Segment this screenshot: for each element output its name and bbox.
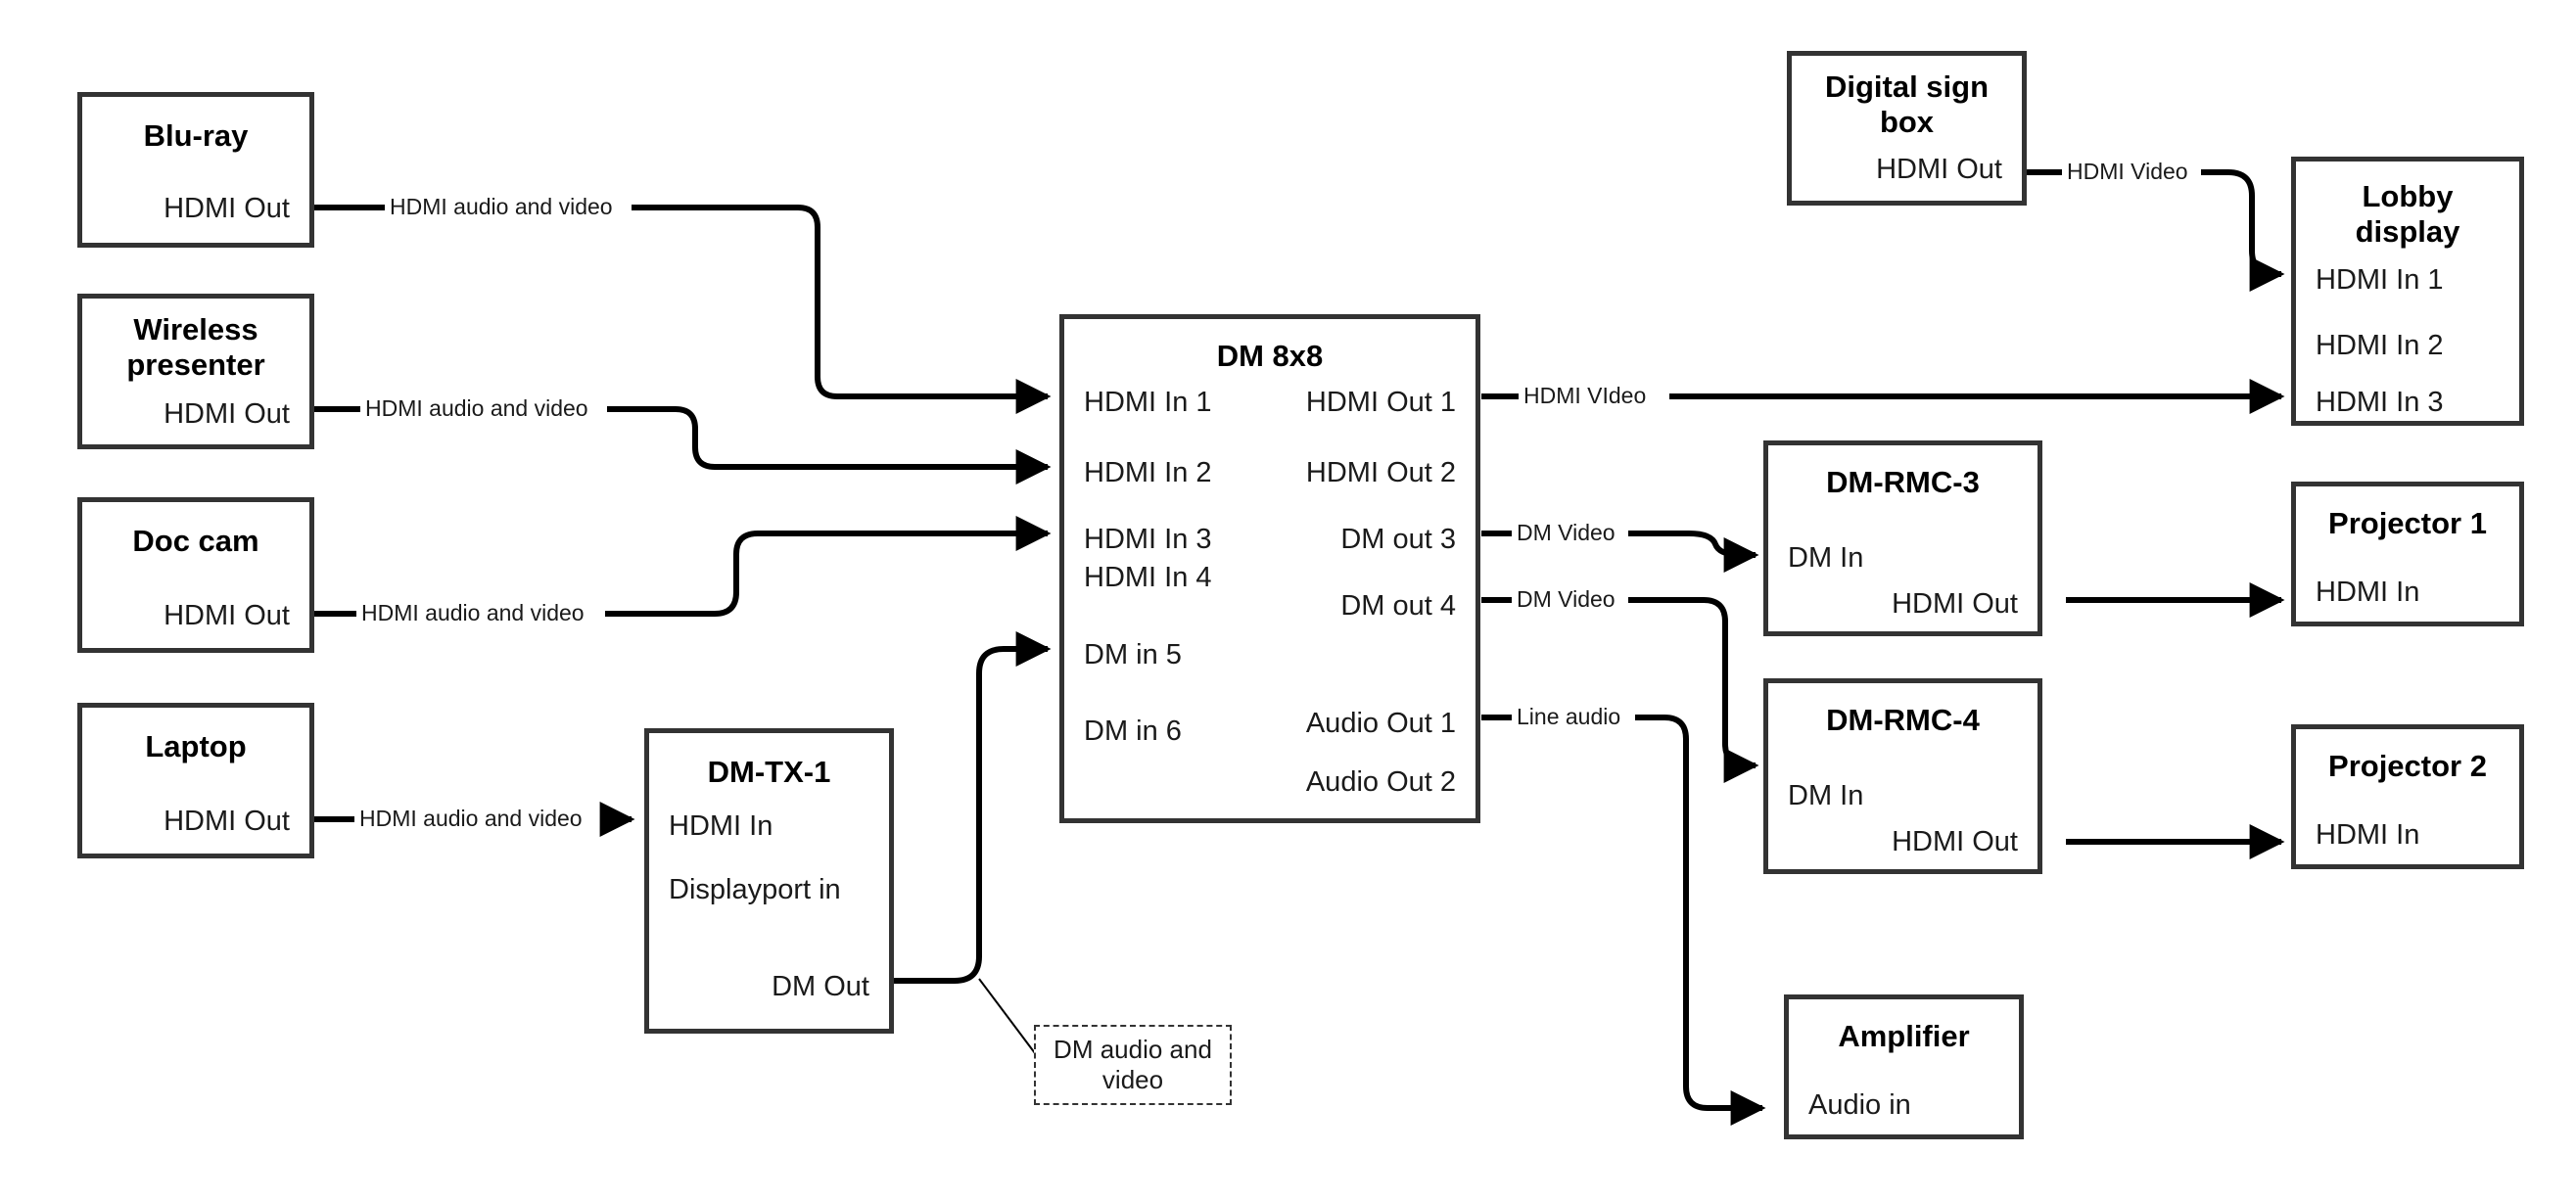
port-lobby-display-hdmi-in-3: HDMI In 3 xyxy=(2316,387,2444,418)
port-dm-8x8-dm-in-5: DM in 5 xyxy=(1084,639,1182,670)
wire-bluray-to-dm8x8-b xyxy=(632,205,1052,414)
node-title-dm-tx-1: DM-TX-1 xyxy=(707,755,831,789)
callout-text: DM audio and video xyxy=(1054,1034,1212,1094)
node-title-projector-2: Projector 2 xyxy=(2328,749,2487,783)
port-dm-8x8-hdmi-in-4: HDMI In 4 xyxy=(1084,562,1212,593)
port-dm-tx-1-dm-out: DM Out xyxy=(772,971,869,1002)
wire-doccam-to-dm8x8-b xyxy=(605,516,1052,617)
port-dm-tx-1-hdmi-in: HDMI In xyxy=(669,810,773,842)
node-title-amplifier: Amplifier xyxy=(1838,1019,1970,1053)
port-dm-8x8-hdmi-in-3: HDMI In 3 xyxy=(1084,524,1212,555)
node-projector-2[interactable]: Projector 2 HDMI In xyxy=(2291,724,2524,869)
port-amplifier-audio-in: Audio in xyxy=(1808,1089,1911,1121)
node-title-wireless-presenter: Wireless presenter xyxy=(126,312,265,383)
node-dm-8x8[interactable]: DM 8x8 HDMI In 1 HDMI In 2 HDMI In 3 HDM… xyxy=(1059,314,1480,823)
node-title-digital-sign-box: Digital sign box xyxy=(1824,69,1990,140)
wire-label-hdmi-video-out1: HDMI VIdeo xyxy=(1519,383,1652,409)
callout-leader-line xyxy=(978,978,1039,1058)
port-dm-8x8-hdmi-out-1: HDMI Out 1 xyxy=(1305,387,1456,418)
port-dm-8x8-hdmi-in-2: HDMI In 2 xyxy=(1084,457,1212,488)
node-doc-cam[interactable]: Doc cam HDMI Out xyxy=(77,497,314,653)
wire-dm8x8-dmout3-b xyxy=(1628,531,1759,573)
port-dm-8x8-dm-in-6: DM in 6 xyxy=(1084,716,1182,747)
node-dm-rmc-4[interactable]: DM-RMC-4 DM In HDMI Out xyxy=(1763,678,2042,874)
node-dm-rmc-3[interactable]: DM-RMC-3 DM In HDMI Out xyxy=(1763,440,2042,636)
wire-dm8x8-audioout1-b xyxy=(1635,715,1766,1126)
wire-label-line-audio: Line audio xyxy=(1512,704,1626,730)
wire-wireless-to-dm8x8-b xyxy=(607,406,1052,485)
wire-label-dm-video-3: DM Video xyxy=(1512,520,1620,546)
port-dm-tx-1-displayport-in: Displayport in xyxy=(669,874,841,905)
port-dm-rmc-3-dm-in: DM In xyxy=(1788,542,1864,574)
node-lobby-display[interactable]: Lobby display HDMI In 1 HDMI In 2 HDMI I… xyxy=(2291,157,2524,426)
node-blu-ray[interactable]: Blu-ray HDMI Out xyxy=(77,92,314,248)
port-dm-8x8-dm-out-4: DM out 4 xyxy=(1340,590,1456,622)
wire-label-sign-hdmi-video: HDMI Video xyxy=(2062,159,2193,185)
port-projector-2-hdmi-in: HDMI In xyxy=(2316,819,2420,851)
callout-dm-audio-and-video: DM audio and video xyxy=(1034,1025,1232,1105)
wire-label-wireless: HDMI audio and video xyxy=(360,395,593,422)
port-lobby-display-hdmi-in-2: HDMI In 2 xyxy=(2316,330,2444,361)
wire-dmtx1-to-dm8x8 xyxy=(894,631,1052,984)
node-title-dm-8x8: DM 8x8 xyxy=(1216,339,1324,373)
wire-label-dm-video-4: DM Video xyxy=(1512,586,1620,613)
node-title-blu-ray: Blu-ray xyxy=(143,118,249,153)
port-dm-8x8-dm-out-3: DM out 3 xyxy=(1340,524,1456,555)
node-title-laptop: Laptop xyxy=(145,729,247,763)
port-dm-rmc-3-hdmi-out: HDMI Out xyxy=(1892,588,2018,620)
port-doc-cam-hdmi-out: HDMI Out xyxy=(164,600,290,631)
port-laptop-hdmi-out: HDMI Out xyxy=(164,806,290,837)
node-wireless-presenter[interactable]: Wireless presenter HDMI Out xyxy=(77,294,314,449)
port-lobby-display-hdmi-in-1: HDMI In 1 xyxy=(2316,264,2444,296)
port-dm-8x8-hdmi-in-1: HDMI In 1 xyxy=(1084,387,1212,418)
port-digital-sign-box-hdmi-out: HDMI Out xyxy=(1876,154,2002,185)
port-dm-8x8-audio-out-1: Audio Out 1 xyxy=(1305,708,1456,739)
port-wireless-presenter-hdmi-out: HDMI Out xyxy=(164,398,290,430)
node-amplifier[interactable]: Amplifier Audio in xyxy=(1784,994,2024,1139)
node-projector-1[interactable]: Projector 1 HDMI In xyxy=(2291,482,2524,626)
port-projector-1-hdmi-in: HDMI In xyxy=(2316,577,2420,608)
node-title-dm-rmc-3: DM-RMC-3 xyxy=(1826,465,1980,499)
node-title-dm-rmc-4: DM-RMC-4 xyxy=(1826,703,1980,737)
wire-label-bluray: HDMI audio and video xyxy=(385,194,618,220)
wire-sign-to-lobby-b xyxy=(2201,169,2285,292)
port-blu-ray-hdmi-out: HDMI Out xyxy=(164,193,290,224)
port-dm-rmc-4-dm-in: DM In xyxy=(1788,780,1864,811)
wire-label-doccam: HDMI audio and video xyxy=(356,600,589,626)
node-title-lobby-display: Lobby display xyxy=(2355,179,2460,250)
node-title-doc-cam: Doc cam xyxy=(132,524,259,558)
node-laptop[interactable]: Laptop HDMI Out xyxy=(77,703,314,858)
node-title-projector-1: Projector 1 xyxy=(2328,506,2487,540)
wire-label-laptop: HDMI audio and video xyxy=(354,806,587,832)
node-digital-sign-box[interactable]: Digital sign box HDMI Out xyxy=(1787,51,2027,206)
port-dm-rmc-4-hdmi-out: HDMI Out xyxy=(1892,826,2018,857)
node-dm-tx-1[interactable]: DM-TX-1 HDMI In Displayport in DM Out xyxy=(644,728,894,1034)
port-dm-8x8-audio-out-2: Audio Out 2 xyxy=(1305,766,1456,798)
wire-dm8x8-dmout4-b xyxy=(1628,597,1759,783)
port-dm-8x8-hdmi-out-2: HDMI Out 2 xyxy=(1305,457,1456,488)
